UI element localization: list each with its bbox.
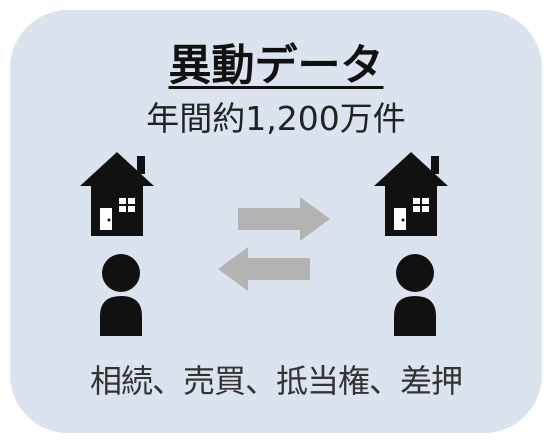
house-icon [374,152,448,236]
diagram-title: 異動データ [168,41,384,91]
diagram-caption: 相続、売買、抵当権、差押 [89,362,463,400]
arrow-left-icon [218,247,310,291]
house-icon [80,152,154,236]
diagram-subtitle: 年間約1,200万件 [146,99,406,138]
person-icon [100,254,142,336]
arrow-right-icon [238,197,330,241]
person-icon [394,254,436,336]
